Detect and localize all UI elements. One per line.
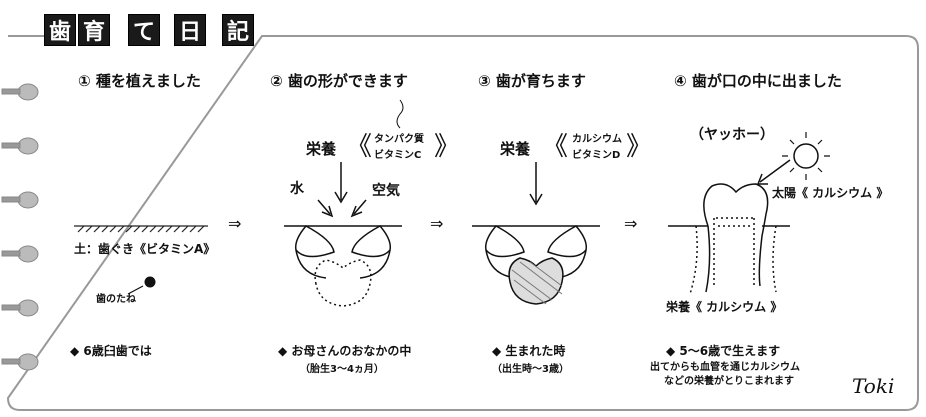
note-2-sub: （胎生3～4ヵ月） — [300, 364, 384, 375]
step-4-heading: ④ 歯が口の中に出ました — [674, 72, 842, 90]
nutrition-label-2: 栄養 — [306, 140, 337, 158]
bracket-open-3: 《 — [542, 132, 569, 162]
air-label: 空気 — [372, 183, 400, 199]
step3-diagram — [472, 162, 600, 305]
tooth-seed — [144, 276, 156, 288]
nutrition-label-3: 栄養 — [500, 140, 531, 158]
sun-label: 太陽《 カルシウム 》 — [772, 186, 889, 200]
arrow-1: ⇒ — [228, 214, 242, 233]
water-label: 水 — [290, 181, 304, 197]
bracket-close-3: 》 — [626, 132, 653, 162]
title-char-3: て — [128, 14, 160, 46]
bracket-close-2: 》 — [434, 132, 461, 162]
nutrition-label-4: 栄養《 カルシウム 》 — [666, 300, 783, 314]
step-2-heading: ② 歯の形ができます — [270, 72, 408, 90]
title-char-2: 育 — [78, 14, 110, 46]
note-3: ◆ 生まれた時 — [492, 344, 566, 358]
note-4-sub-2: などの栄養がとりこまれます — [664, 376, 794, 387]
yahoo-label: （ヤッホー） — [690, 127, 774, 143]
note-3-sub: （出生時～3歳） — [492, 364, 569, 375]
signature: Toki — [852, 374, 895, 398]
step2-diagram — [284, 99, 404, 307]
note-2: ◆ お母さんのおなかの中 — [278, 344, 412, 358]
soil-label: 土：歯ぐき《ビタミンA》 — [74, 242, 216, 256]
nutrient-3b: ビタミンD — [572, 150, 621, 161]
arrow-2: ⇒ — [430, 214, 444, 233]
step4-diagram — [668, 132, 830, 295]
step-3-heading: ③ 歯が育ちます — [478, 72, 586, 90]
seed-label: 歯のたね — [96, 294, 136, 305]
card-frame — [6, 35, 919, 411]
seed-pointer — [127, 285, 144, 295]
note-4: ◆ 5～6歳で生えます — [666, 344, 781, 358]
arrow-3: ⇒ — [624, 214, 638, 233]
title-char-1: 歯 — [44, 14, 76, 46]
step-1-heading: ① 種を植えました — [78, 72, 201, 90]
soil-hatch — [74, 225, 208, 233]
note-1: ◆ 6歳臼歯では — [70, 344, 152, 358]
note-4-sub-1: 出てからも血管を通じカルシウム — [650, 362, 800, 373]
binder-rings — [1, 83, 39, 371]
title-char-4: 日 — [174, 14, 206, 46]
nutrient-2a: タンパク質 — [374, 134, 424, 145]
title-char-5: 記 — [222, 14, 254, 46]
nutrient-3a: カルシウム — [572, 134, 622, 145]
nutrient-2b: ビタミンC — [374, 150, 422, 161]
bracket-open-2: 《 — [346, 132, 373, 162]
